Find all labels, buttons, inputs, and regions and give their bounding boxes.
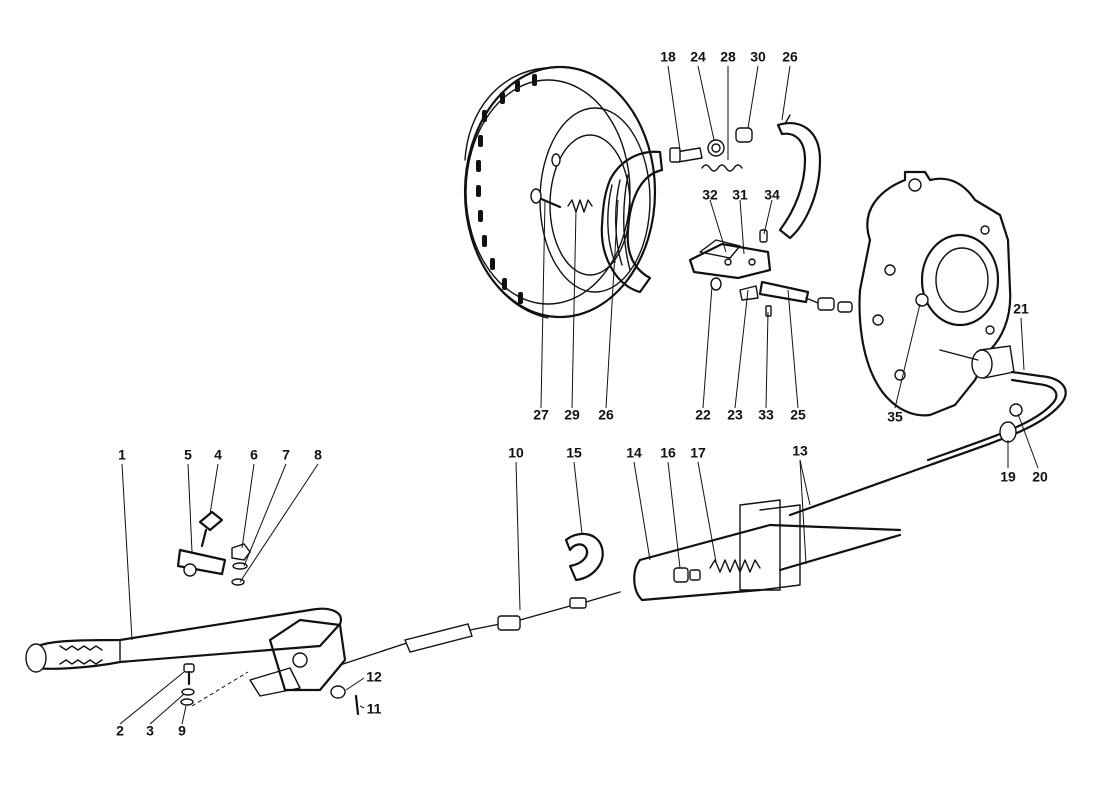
lever xyxy=(739,280,810,304)
callout-33: 33 xyxy=(758,407,774,423)
assembly-guide-line xyxy=(191,671,249,707)
hold-down-pin xyxy=(530,188,562,209)
equalizer-bracket xyxy=(739,499,801,591)
warning-switch xyxy=(198,510,224,548)
handbrake-lever xyxy=(25,607,343,673)
clamp-nut xyxy=(1009,403,1023,417)
lever-plate xyxy=(688,242,772,280)
disc-vent-holes xyxy=(476,74,537,304)
callout-19: 19 xyxy=(1000,469,1016,485)
mid-cable xyxy=(339,591,621,666)
callout-35: 35 xyxy=(887,409,903,425)
split-pin xyxy=(354,694,360,716)
small-pin xyxy=(759,229,772,317)
washer xyxy=(330,685,346,699)
callout-32: 32 xyxy=(702,187,718,203)
callout-18: 18 xyxy=(660,49,676,65)
callout-27: 27 xyxy=(533,407,549,423)
callout-28: 28 xyxy=(720,49,736,65)
hub-carrier xyxy=(858,170,1012,417)
callout-31: 31 xyxy=(732,187,748,203)
callout-23: 23 xyxy=(727,407,743,423)
callout-30: 30 xyxy=(750,49,766,65)
return-spring xyxy=(701,164,743,172)
callout-16: 16 xyxy=(660,445,676,461)
leader-lines xyxy=(119,65,1039,725)
equalizer-chain xyxy=(633,523,772,602)
pivot-pin xyxy=(710,277,722,291)
callout-21: 21 xyxy=(1013,301,1029,317)
callout-13: 13 xyxy=(792,443,808,459)
cable-bushing xyxy=(939,345,1015,379)
nut-and-washers xyxy=(231,543,251,586)
callout-22: 22 xyxy=(695,407,711,423)
callout-5: 5 xyxy=(184,447,192,463)
callout-14: 14 xyxy=(626,445,642,461)
switch-bracket xyxy=(176,548,227,577)
lever-mount-bolt xyxy=(180,663,195,706)
cable-clamp xyxy=(999,421,1017,443)
callout-8: 8 xyxy=(314,447,322,463)
bracket xyxy=(699,239,741,259)
callout-25: 25 xyxy=(790,407,806,423)
hold-down-spring xyxy=(567,199,593,213)
cable-guide xyxy=(564,532,604,582)
callout-34: 34 xyxy=(764,187,780,203)
callout-29: 29 xyxy=(564,407,580,423)
cable-end-clevis xyxy=(805,297,853,313)
callout-labels: 18 24 28 30 26 32 31 34 27 29 26 22 23 3… xyxy=(116,49,1048,739)
callout-26-top: 26 xyxy=(782,49,798,65)
rear-cable-sheath xyxy=(788,370,1067,517)
callout-17: 17 xyxy=(690,445,706,461)
brake-disc xyxy=(463,65,657,319)
callout-12: 12 xyxy=(366,669,382,685)
lever-base xyxy=(249,618,347,697)
adjuster-nut xyxy=(673,567,701,583)
brake-shoe xyxy=(776,114,822,240)
callout-24: 24 xyxy=(690,49,706,65)
callout-9: 9 xyxy=(178,723,186,739)
callout-3: 3 xyxy=(146,723,154,739)
callout-4: 4 xyxy=(214,447,222,463)
callout-10: 10 xyxy=(508,445,524,461)
callout-26-bottom: 26 xyxy=(598,407,614,423)
callout-1: 1 xyxy=(118,447,126,463)
adjuster-sleeve xyxy=(735,127,753,143)
front-cable xyxy=(768,523,902,572)
callout-2: 2 xyxy=(116,723,124,739)
adjuster-wheel xyxy=(707,139,725,157)
callout-20: 20 xyxy=(1032,469,1048,485)
callout-7: 7 xyxy=(282,447,290,463)
callout-11: 11 xyxy=(367,701,382,717)
adjuster-bolt xyxy=(669,147,703,163)
callout-15: 15 xyxy=(566,445,582,461)
callout-6: 6 xyxy=(250,447,258,463)
brake-shoe-with-lining xyxy=(600,150,664,294)
tension-spring xyxy=(709,559,761,573)
